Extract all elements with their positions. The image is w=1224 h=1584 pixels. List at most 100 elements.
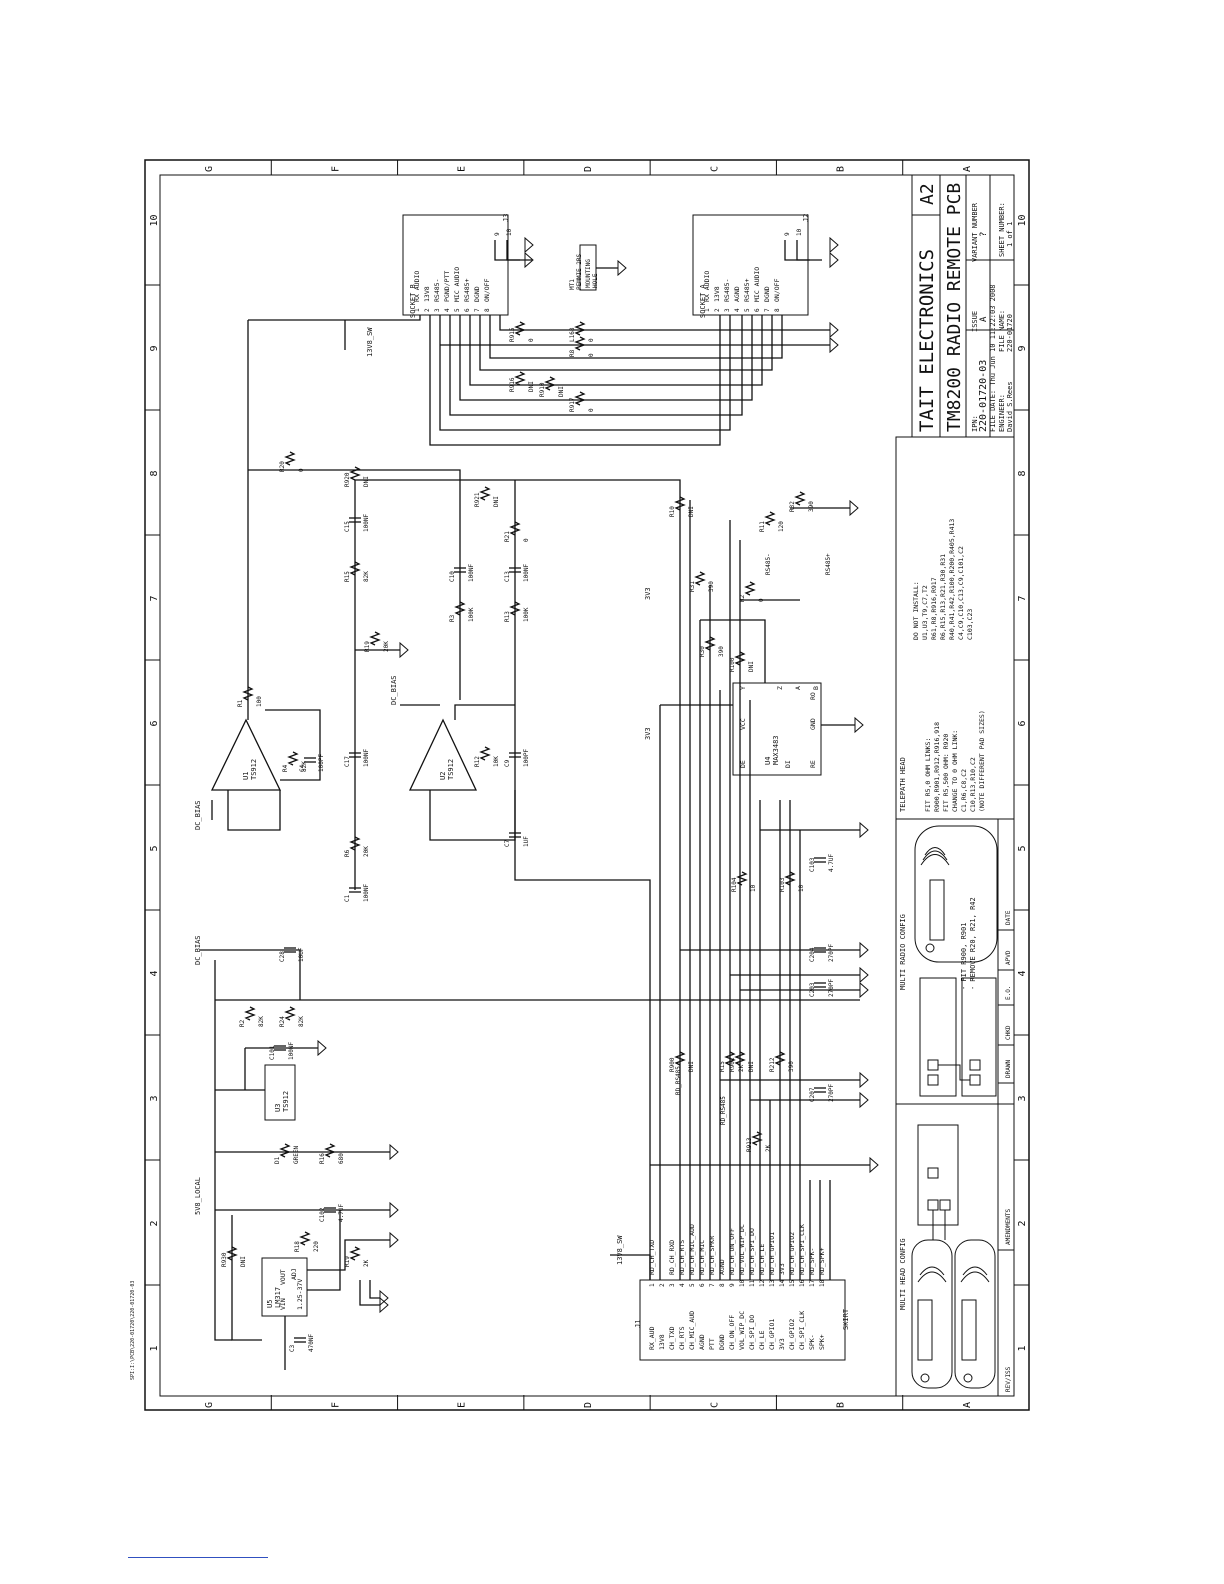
j1-pin-number: 17 <box>809 1279 816 1287</box>
component-ref: R917 <box>569 397 576 412</box>
j1-pin-number: 3 <box>669 1283 676 1287</box>
component-value: 100NF <box>288 1042 295 1060</box>
component-ref: R916 <box>509 377 516 392</box>
component-ref: C101 <box>269 1045 276 1060</box>
j3-pin-name: RS485+ <box>463 278 471 302</box>
component-ref: C9 <box>504 759 511 767</box>
net-13v8-sw-top: 13V8_SW <box>366 327 374 357</box>
u5-pin-label: VOUT <box>279 1269 287 1285</box>
j2-title: SOCKET A <box>699 283 707 318</box>
component-value: 0 <box>758 598 765 602</box>
component-ref: R2 <box>739 594 746 602</box>
component-ref: C1 <box>344 894 351 902</box>
component-value: 0 <box>528 338 535 342</box>
head-b-icon <box>954 1239 996 1389</box>
zone-letter-top: E <box>457 166 468 172</box>
component-ref: R15 <box>719 1061 726 1072</box>
telepath-note-line: CHANGE TO 0 OHM LINK: <box>951 730 959 812</box>
multi-radio-line-1: - FIT R900, R901 <box>960 923 968 990</box>
ground-icon <box>317 1039 327 1057</box>
zone-letter-bottom: G <box>204 1402 215 1408</box>
u4-pin-label: DI <box>784 760 792 768</box>
file-name-label: FILE NAME: <box>998 310 1006 352</box>
u4-pin-label: A <box>794 686 802 690</box>
component-ref: C10 <box>449 571 456 582</box>
component-value: 100 <box>256 696 263 707</box>
component-ref: C102 <box>319 1207 326 1222</box>
component-ref: R31 <box>689 581 696 592</box>
component-value: 4.7UF <box>828 854 835 872</box>
u2-part: TS912 <box>447 759 455 780</box>
component-value: 2K <box>738 1064 745 1072</box>
ground-icon <box>859 941 869 959</box>
net-dc-bias-2: DC_BIAS <box>194 935 202 965</box>
u2-ref: U2 <box>439 772 447 780</box>
component-ref: C7 <box>504 839 511 847</box>
zone-letter-top: D <box>583 166 594 172</box>
component-value: DNI <box>558 386 565 397</box>
dni-note-line: U1,U3,T9,C7,T2 <box>921 585 929 640</box>
component-value: 390 <box>808 501 815 512</box>
component-ref: C3 <box>289 1344 296 1352</box>
zone-number-right: 4 <box>1017 970 1028 976</box>
component-ref: R930 <box>221 1252 228 1267</box>
component-value: 0 <box>588 338 595 342</box>
opamp-u2: U2 TS912 <box>408 718 478 791</box>
component-value: 390 <box>718 646 725 657</box>
ground-icon <box>389 1143 399 1161</box>
component-ref: C4 <box>299 764 306 772</box>
ground-icon <box>389 1201 399 1219</box>
j1-net-label: RD_CH_TXD <box>648 1240 656 1275</box>
u5-ref: U5 <box>266 1300 274 1308</box>
zone-number-right: 10 <box>1017 214 1028 226</box>
component-value: 100PF <box>523 749 530 767</box>
j1-skirt: SKIRT <box>842 1308 850 1330</box>
component-value: 100NF <box>363 884 370 902</box>
engineer-label: ENGINEER: <box>998 394 1006 432</box>
rev-table-header: REV/ISS <box>1005 1366 1012 1392</box>
component-value: GREEN <box>293 1146 300 1164</box>
j1-label: J1 <box>634 1320 642 1328</box>
ground-icon <box>617 259 627 277</box>
component-value: 390 <box>788 1061 795 1072</box>
j1-net-label: RD_CH_GPIO2 <box>788 1232 796 1275</box>
component-value: 100NF <box>363 514 370 532</box>
component-value: DNI <box>748 1061 755 1072</box>
connector-j3: SOCKET B J3 1RX AUDIO213V83RS485-4PGND/P… <box>402 214 532 318</box>
j1-pin-name: CH_GPIO1 <box>768 1319 776 1350</box>
j2-pin-name: RX AUDIO <box>703 271 711 302</box>
j1-net-label: RD_CH_RXD <box>668 1240 676 1275</box>
component-value: DNI <box>688 506 695 517</box>
j1-pin-name: CH_SPI_CLK <box>798 1311 806 1350</box>
j3-pin-number: 1 <box>414 308 421 312</box>
component-ref: R8 <box>569 349 576 357</box>
telepath-note-line: C10,R13,R10,C2 <box>969 757 977 812</box>
telepath-notes: FIT R5,0 OHM LINKS:R900,R901,R912,R916,9… <box>924 710 986 812</box>
j2-pin-name: 13V8 <box>713 286 721 302</box>
u5-pin-label: VIN <box>279 1298 287 1310</box>
issue-label: ISSUE <box>971 311 979 332</box>
j3-pin-name: PGND/PTT <box>443 271 451 302</box>
j3-pin-name: RX AUDIO <box>413 271 421 302</box>
zone-number-left: 5 <box>149 845 160 851</box>
sheet-label: SHEET NUMBER: <box>998 202 1006 257</box>
j1-pin-name: VOL_WIP_DC <box>738 1311 746 1350</box>
j2-pin-number: 2 <box>714 308 721 312</box>
component-ref: R921 <box>474 492 481 507</box>
j2-pin-number: 7 <box>764 308 771 312</box>
j2-pin-number: 3 <box>724 308 731 312</box>
telepath-note-line: R900,R901,R912,R916,918 <box>933 722 941 812</box>
j3-pin-number: 10 <box>506 228 513 236</box>
j2-label: J2 <box>802 214 810 222</box>
j3-pin-number: 9 <box>494 232 501 236</box>
ipn-value: 220-01720-03 <box>978 360 989 432</box>
radio-body-icon <box>914 825 998 963</box>
component-ref: R15 <box>344 571 351 582</box>
zone-letter-bottom: D <box>583 1402 594 1408</box>
j2-pin-number: 6 <box>754 308 761 312</box>
zone-letter-bottom: C <box>709 1402 720 1408</box>
j1-pin-name: DGND <box>718 1334 726 1350</box>
component-value: DNI <box>688 1061 695 1072</box>
j1-pin-name: CH_MIC_AUD <box>688 1311 696 1350</box>
